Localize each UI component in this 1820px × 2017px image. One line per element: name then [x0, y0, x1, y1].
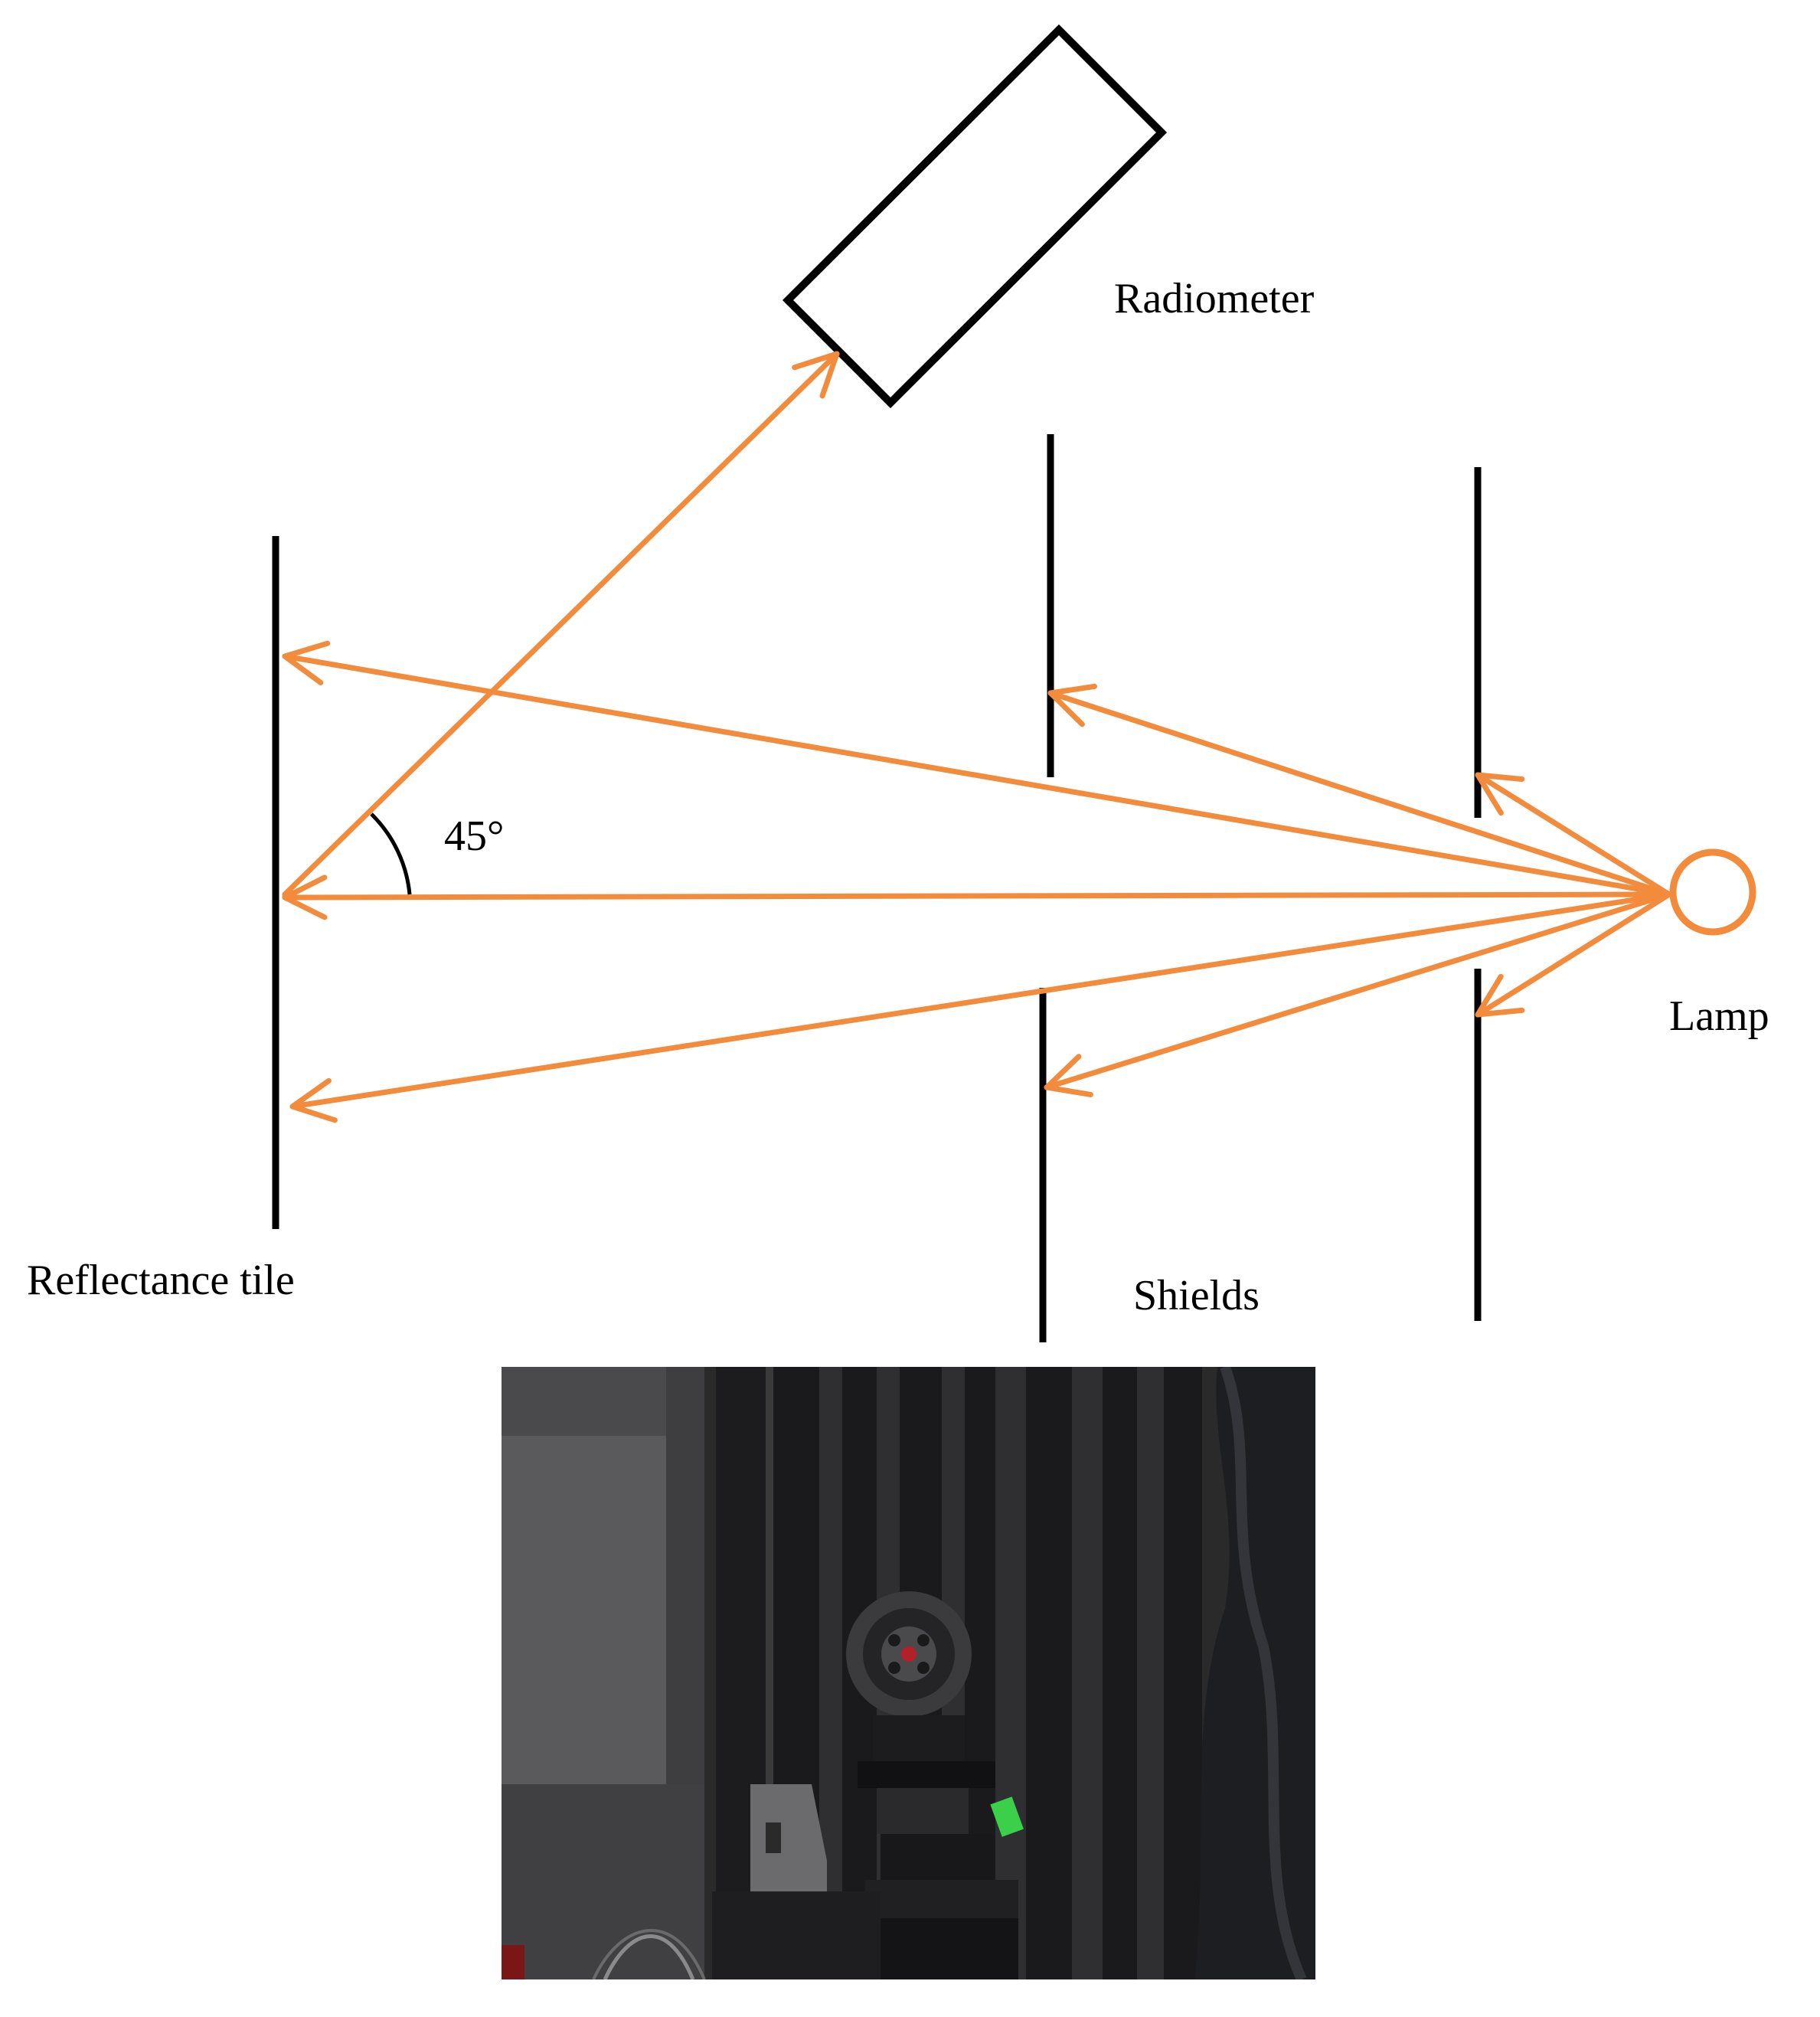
label-angle: 45°: [444, 812, 504, 860]
label-shields: Shields: [1133, 1272, 1260, 1319]
light-rays: [282, 351, 1672, 1123]
ray-to-tile-lower: [289, 891, 1672, 1123]
label-radiometer: Radiometer: [1114, 275, 1315, 322]
ray-to-outer-shield-upper: [1475, 772, 1672, 897]
photo-green-tag: [990, 1796, 1024, 1837]
lamp-icon: [1669, 848, 1756, 936]
label-reflectance-tile: Reflectance tile: [27, 1257, 295, 1304]
photo-black-cloth: [1194, 1367, 1315, 1979]
ray-to-radiometer: [282, 351, 840, 897]
label-lamp: Lamp: [1669, 992, 1769, 1040]
setup-photograph: [502, 1367, 1315, 1979]
angle-arc: [370, 812, 412, 895]
ray-to-tile-center: [282, 874, 1672, 920]
ray-to-tile-upper: [282, 640, 1672, 897]
radiometer-box: [782, 24, 1168, 409]
ray-to-inner-shield-upper: [1047, 683, 1672, 897]
ray-to-inner-shield-lower: [1044, 891, 1672, 1097]
ray-to-outer-shield-lower: [1475, 891, 1672, 1018]
